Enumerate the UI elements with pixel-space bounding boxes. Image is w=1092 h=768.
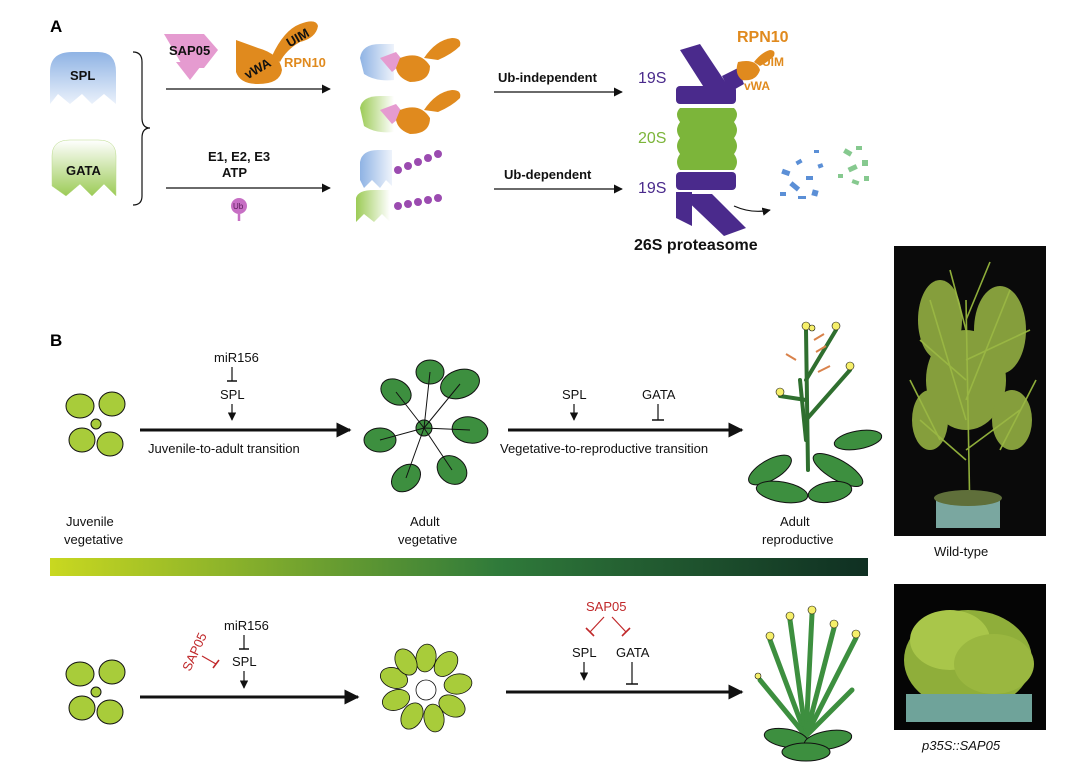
atp-label: ATP	[222, 165, 247, 180]
sap05-top-label: SAP05	[586, 599, 626, 614]
spl-bottom-2-label: SPL	[572, 645, 597, 660]
gata-sap05-rpn10-complex	[360, 90, 461, 134]
rpn10-shape	[236, 21, 318, 84]
sap05-effector-shape	[164, 34, 218, 80]
proteasome-26s-label: 26S proteasome	[634, 237, 758, 254]
spl-bottom-1-label: SPL	[232, 654, 257, 669]
ubiquitinated-gata	[356, 190, 442, 222]
stage-juvenile-line2: vegetative	[64, 532, 123, 547]
sap05-side-label: SAP05	[179, 630, 210, 673]
sap05-reproductive-plant	[754, 605, 861, 762]
grouping-brace	[132, 51, 151, 206]
proteasome-rpn10-label: RPN10	[737, 29, 789, 46]
ub-dependent-label: Ub-dependent	[504, 167, 592, 182]
sap05-mutant-caption: p35S::SAP05	[921, 738, 1001, 753]
stage-adult-vegetative-line1: Adult	[410, 514, 440, 529]
juvenile-seedling-top	[65, 391, 126, 457]
developmental-gradient-bar	[50, 558, 868, 576]
proteasome-vwa-label: vWA	[744, 79, 770, 93]
sap05-inhibit-gata-line	[611, 616, 627, 633]
spl-top-2-label: SPL	[562, 387, 587, 402]
vegetative-to-reproductive-label: Vegetative-to-reproductive transition	[500, 441, 708, 456]
spl-protein-shape	[50, 52, 116, 104]
sap05-inhibit-gata-bar	[621, 627, 631, 637]
mir156-top-label: miR156	[214, 350, 259, 365]
ubiquitin-icon	[231, 198, 247, 221]
ub-label: Ub	[233, 202, 244, 211]
adult-reproductive-plant	[748, 321, 883, 504]
stage-adult-vegetative-line2: vegetative	[398, 532, 457, 547]
spl-sap05-rpn10-complex	[360, 38, 461, 82]
ubiquitinated-spl	[360, 150, 442, 188]
panel-b-label: B	[50, 331, 62, 350]
panel-a-label: A	[50, 17, 62, 36]
stage-juvenile-line1: Juvenile	[66, 514, 114, 529]
sap05-inhibit-spl-2-line	[589, 616, 605, 633]
degradation-arrow	[733, 205, 771, 216]
degraded-gata-fragments	[838, 146, 869, 186]
19s-bottom-label: 19S	[638, 180, 666, 197]
spl-top-1-label: SPL	[220, 387, 245, 402]
sap05-label: SAP05	[169, 43, 210, 58]
sap05-inhibit-spl-2-bar	[585, 627, 595, 637]
gata-label: GATA	[66, 163, 102, 178]
gata-top-label: GATA	[642, 387, 676, 402]
rpn10-label: RPN10	[284, 55, 326, 70]
ub-independent-label: Ub-independent	[498, 70, 598, 85]
wild-type-caption: Wild-type	[934, 544, 988, 559]
stage-adult-reproductive-line2: reproductive	[762, 532, 834, 547]
spl-label: SPL	[70, 68, 95, 83]
degraded-spl-fragments	[780, 150, 824, 199]
e-enzymes-label: E1, E2, E3	[208, 149, 270, 164]
mir156-bottom-label: miR156	[224, 618, 269, 633]
stage-adult-reproductive-line1: Adult	[780, 514, 810, 529]
proteasome-26s	[676, 44, 775, 236]
juvenile-to-adult-label: Juvenile-to-adult transition	[148, 441, 300, 456]
gata-bottom-label: GATA	[616, 645, 650, 660]
wild-type-photo	[894, 246, 1046, 536]
sap05-adult-vegetative-rosette	[380, 643, 473, 733]
juvenile-seedling-bottom	[65, 659, 126, 725]
sap05-mutant-photo	[894, 584, 1046, 730]
20s-label: 20S	[638, 130, 666, 147]
proteasome-uim-label: UIM	[762, 55, 784, 69]
sap05-inhibit-spl-bar	[212, 659, 220, 669]
sap05-inhibit-spl-line	[201, 655, 217, 665]
19s-top-label: 19S	[638, 70, 666, 87]
gata-protein-shape	[51, 139, 117, 197]
adult-vegetative-rosette	[363, 359, 489, 493]
